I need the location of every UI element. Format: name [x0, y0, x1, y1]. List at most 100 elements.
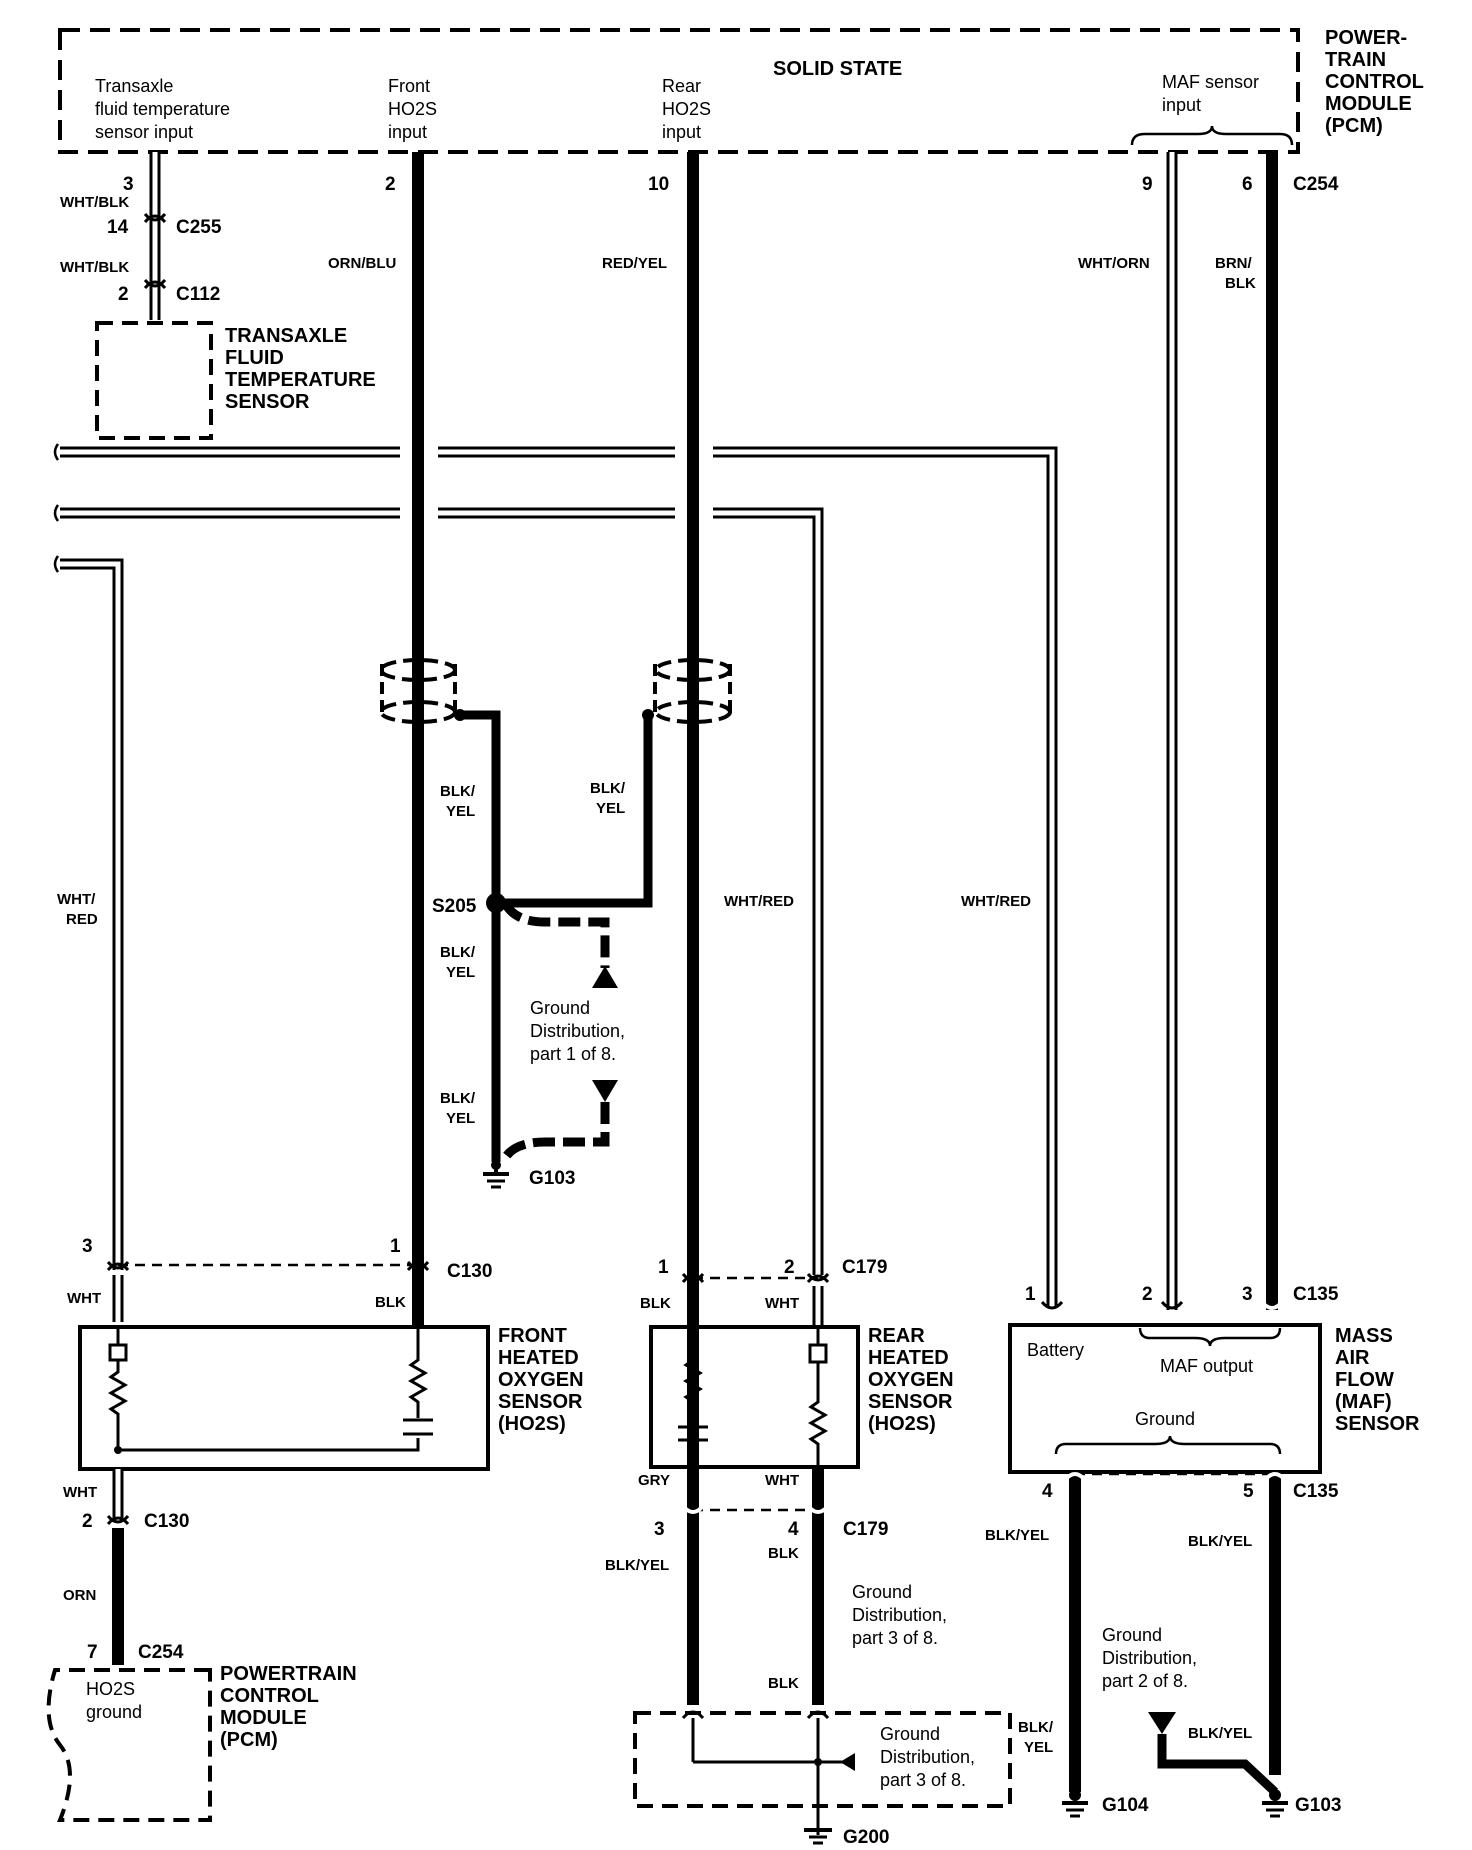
- heater-mid-wire: WHT/RED: [724, 893, 794, 910]
- input-front-2: input: [388, 122, 427, 142]
- tfts-wire-2: WHT/BLK: [60, 259, 129, 276]
- ground-g103-left: G103: [529, 1168, 575, 1189]
- front-c130-bottom: C130: [144, 1511, 189, 1532]
- maf-c135-top: C135: [1293, 1284, 1339, 1305]
- heater-left-wire-1: RED: [66, 911, 98, 928]
- maf-gd-1: Distribution,: [1102, 1648, 1197, 1668]
- maf-gd-2: part 2 of 8.: [1102, 1671, 1188, 1691]
- connector-c254-top: C254: [1293, 174, 1339, 195]
- front-pin-bottom: 2: [82, 1511, 93, 1532]
- maf-gd-0: Ground: [1102, 1625, 1162, 1645]
- rear-name-2: OXYGEN: [868, 1369, 954, 1391]
- pcm-name-line-3: MODULE: [1325, 93, 1412, 115]
- pcm-bottom-name-2: MODULE: [220, 1707, 307, 1729]
- front-pin-signal: 1: [390, 1236, 401, 1257]
- ground-dist-1-1: Distribution,: [530, 1021, 625, 1041]
- input-maf-0: MAF sensor: [1162, 72, 1259, 92]
- tfts-name-3: SENSOR: [225, 391, 310, 413]
- heater-right-wire: WHT/RED: [961, 893, 1031, 910]
- ground-g104: G104: [1102, 1795, 1149, 1816]
- blk-yel-2b: YEL: [596, 800, 625, 817]
- maf-pin-1: 1: [1025, 1284, 1036, 1305]
- rear-blk-1: BLK: [768, 1545, 799, 1562]
- pcm-top-box: SOLID STATE POWER- TRAIN CONTROL MODULE …: [58, 27, 1424, 195]
- rear-bot-wht: WHT: [765, 1472, 799, 1489]
- front-signal-wire: ORN/BLU: [328, 152, 466, 1325]
- pin-tfts: 3: [123, 174, 134, 195]
- rear-blk-yel: BLK/YEL: [605, 1557, 669, 1574]
- pin-front: 2: [385, 174, 396, 195]
- blk-yel-4a: BLK/: [440, 1090, 476, 1107]
- rear-signal-color: RED/YEL: [602, 255, 667, 272]
- front-wire-blk: BLK: [375, 1294, 406, 1311]
- rear-box-1: Distribution,: [880, 1747, 975, 1767]
- rear-gd-0: Ground: [852, 1582, 912, 1602]
- pin-maf-gnd: 6: [1242, 174, 1253, 195]
- input-tfts-2: sensor input: [95, 122, 193, 142]
- rear-c179-bottom: C179: [843, 1519, 888, 1540]
- rear-gd-2: part 3 of 8.: [852, 1628, 938, 1648]
- tfts-wire-1: WHT/BLK: [60, 194, 129, 211]
- rear-ho2s: 1 2 C179 BLK WHT REAR HEATED OXYGEN SENS…: [605, 1257, 1012, 1848]
- front-name-4: (HO2S): [498, 1413, 566, 1435]
- pcm-bottom-box: [46, 1668, 212, 1822]
- front-c130-top: C130: [447, 1261, 492, 1282]
- maf-name-1: AIR: [1335, 1347, 1370, 1369]
- maf-c135-bottom: C135: [1293, 1481, 1339, 1502]
- rear-gd-1: Distribution,: [852, 1605, 947, 1625]
- rear-bot-gry: GRY: [638, 1472, 670, 1489]
- input-rear-1: HO2S: [662, 99, 711, 119]
- rear-name-1: HEATED: [868, 1347, 949, 1369]
- pcm-name-line-2: CONTROL: [1325, 71, 1424, 93]
- maf-name-0: MASS: [1335, 1325, 1393, 1347]
- input-front-1: HO2S: [388, 99, 437, 119]
- rear-wire-blk: BLK: [640, 1295, 671, 1312]
- front-pcm-pin: 7: [87, 1642, 98, 1663]
- maf-ground-color-0: BRN/: [1215, 255, 1252, 272]
- tfts-name-0: TRANSAXLE: [225, 325, 347, 347]
- front-orn-wire: ORN: [63, 1587, 96, 1604]
- rear-pin-top1: 1: [658, 1257, 669, 1278]
- front-sensor-box: [78, 1325, 490, 1471]
- front-signal-color: ORN/BLU: [328, 255, 396, 272]
- front-name-0: FRONT: [498, 1325, 567, 1347]
- rear-box-2: part 3 of 8.: [880, 1770, 966, 1790]
- blk-yel-2a: BLK/: [590, 780, 626, 797]
- rear-name-0: REAR: [868, 1325, 925, 1347]
- blk-yel-1b: YEL: [446, 803, 475, 820]
- maf-wire-right2: BLK/YEL: [1188, 1725, 1252, 1742]
- maf-sensor-box: [1008, 1323, 1322, 1474]
- input-tfts-0: Transaxle: [95, 76, 173, 96]
- front-name-1: HEATED: [498, 1347, 579, 1369]
- pcm-ho2s-ground-1: ground: [86, 1702, 142, 1722]
- rear-name-4: (HO2S): [868, 1413, 936, 1435]
- pcm-bottom-name-3: (PCM): [220, 1729, 278, 1751]
- heater-left-wire-0: WHT/: [57, 891, 96, 908]
- pcm-name-line-0: POWER-: [1325, 27, 1407, 49]
- maf-pin-3: 3: [1242, 1284, 1253, 1305]
- rear-pin-top2: 2: [784, 1257, 795, 1278]
- input-front-0: Front: [388, 76, 430, 96]
- maf-ground-label: Ground: [1135, 1409, 1195, 1429]
- input-rear-2: input: [662, 122, 701, 142]
- rear-box-0: Ground: [880, 1724, 940, 1744]
- solid-state-label: SOLID STATE: [773, 58, 902, 80]
- blk-yel-1a: BLK/: [440, 783, 476, 800]
- blk-yel-3b: YEL: [446, 964, 475, 981]
- pcm-name-line-4: (PCM): [1325, 115, 1383, 137]
- rear-name-3: SENSOR: [868, 1391, 953, 1413]
- splice-name: S205: [432, 896, 477, 917]
- front-pin-heater: 3: [82, 1236, 93, 1257]
- pcm-name-top: POWER- TRAIN CONTROL MODULE (PCM): [1325, 27, 1424, 137]
- tfts-circuit: WHT/BLK 14 C255 WHT/BLK 2 C112 TRANSAXLE…: [60, 152, 376, 440]
- maf-output: MAF output: [1160, 1356, 1253, 1376]
- front-name-3: SENSOR: [498, 1391, 583, 1413]
- blk-yel-4b: YEL: [446, 1110, 475, 1127]
- front-wire-wht: WHT: [67, 1290, 101, 1307]
- input-maf-1: input: [1162, 95, 1201, 115]
- pcm-name-line-1: TRAIN: [1325, 49, 1386, 71]
- maf-wire-left2-1: YEL: [1024, 1739, 1053, 1756]
- pin-maf-sig: 9: [1142, 174, 1153, 195]
- front-pcm-connector: C254: [138, 1642, 184, 1663]
- input-rear-0: Rear: [662, 76, 701, 96]
